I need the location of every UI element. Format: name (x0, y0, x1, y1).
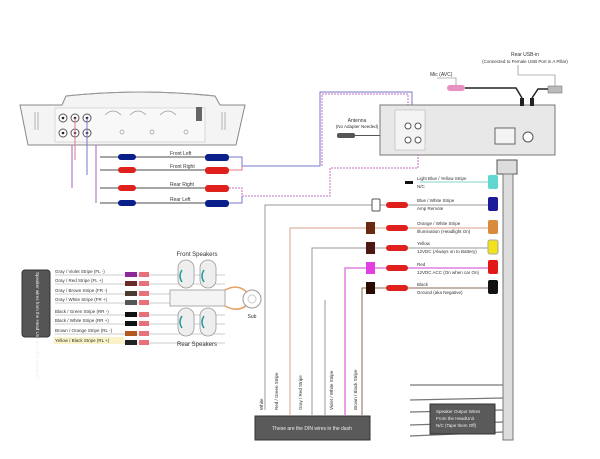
head-unit: Mic (AVC) Rear USB-in (Connected to Fema… (336, 52, 568, 156)
svg-text:Yellow: Yellow (417, 241, 431, 246)
svg-text:Red: Red (417, 262, 426, 267)
usb-plug (547, 85, 563, 94)
front-speakers-label: Front Speakers (176, 252, 217, 258)
svg-text:N/C: N/C (417, 184, 426, 189)
rear-speakers-label: Rear Speakers (177, 342, 217, 348)
usb-label-line1: Rear USB-in (511, 52, 539, 58)
svg-text:Yellow / Black Stripe (RL +): Yellow / Black Stripe (RL +) (55, 338, 110, 343)
svg-text:Gray / Violet Stripe (FL -): Gray / Violet Stripe (FL -) (55, 269, 105, 274)
svg-text:From the HeadUnit: From the HeadUnit (436, 416, 475, 421)
svg-text:Black / White Stripe (RR +): Black / White Stripe (RR +) (55, 318, 109, 323)
harness-wire-yellow: Yellow 12VDC (Always on to Battery) (311, 239, 499, 415)
antenna-plug (337, 133, 355, 138)
harness-wire-light-blue: Light Blue / Yellow Stripe N/C (405, 175, 498, 189)
svg-text:Blue / White Stripe: Blue / White Stripe (417, 198, 455, 203)
rca-label-front-left: Front Left (170, 151, 192, 157)
antenna-label-line2: (No Adapter Needed) (336, 124, 379, 129)
svg-text:Red / Green Stripe: Red / Green Stripe (274, 372, 279, 410)
rca-label-front-right: Front Right (170, 164, 195, 170)
rca-plug-front-right (118, 167, 229, 174)
svg-text:Ground (aka Negative): Ground (aka Negative) (417, 290, 463, 295)
speaker-box-text: Speaker wires from the Head Unit go to t… (35, 272, 40, 379)
amplifier (19, 91, 246, 146)
din-box: These are the DIN wires in the dash (254, 415, 371, 441)
rca-cables: Front Left Front Right Rear Right Rear L… (100, 91, 419, 207)
svg-text:Speaker Output Wires: Speaker Output Wires (436, 409, 481, 414)
harness-wire-black: Black Ground (aka Negative) (361, 280, 498, 415)
svg-text:Gray / White Stripe (FR +): Gray / White Stripe (FR +) (55, 297, 108, 302)
rca-plug-rear-left (118, 200, 229, 207)
speaker-wires: Speaker wires from the Head Unit go to t… (21, 269, 225, 379)
svg-text:Violet / White Stripe: Violet / White Stripe (329, 370, 334, 410)
rca-label-rear-left: Rear Left (170, 197, 191, 203)
speakers: Front Speakers Rear Speakers Sub (169, 252, 262, 348)
harness-wire-list: Light Blue / Yellow Stripe N/C Blue / Wh… (264, 175, 499, 415)
svg-text:Orange / White Stripe: Orange / White Stripe (417, 221, 461, 226)
rca-plug-rear-right (118, 185, 229, 192)
svg-text:Black: Black (417, 282, 429, 287)
harness-wire-blue-white: Blue / White Stripe Amp Remote (264, 197, 498, 410)
harness-wire-orange-white: Orange / White Stripe Illumination (Head… (289, 220, 498, 415)
svg-text:Gray / Red Stripe (FL +): Gray / Red Stripe (FL +) (55, 278, 103, 283)
svg-text:Amp Remote: Amp Remote (417, 206, 444, 211)
speaker-output-box: Speaker Output Wires From the HeadUnit N… (429, 403, 496, 435)
rca-plug-front-left (118, 154, 229, 161)
svg-text:Brown / Orange Stripe (RL -): Brown / Orange Stripe (RL -) (55, 328, 113, 333)
svg-text:Illumination (Headlight On): Illumination (Headlight On) (417, 229, 471, 234)
svg-text:Light Blue / Yellow Stripe: Light Blue / Yellow Stripe (417, 176, 467, 181)
sub-label: Sub (248, 314, 257, 320)
svg-text:White: White (259, 398, 264, 410)
din-wire-labels: White Red / Green Stripe Gray / Red Stri… (259, 369, 358, 410)
svg-text:12VDC ACC (On when car On): 12VDC ACC (On when car On) (417, 270, 480, 275)
mic-plug (447, 85, 465, 91)
svg-text:12VDC (Always on to Battery): 12VDC (Always on to Battery) (417, 249, 477, 254)
svg-text:These are the DIN wires in the: These are the DIN wires in the dash (272, 426, 352, 432)
amp-rca-wires (71, 118, 97, 203)
harness-wire-red: Red 12VDC ACC (On when car On) (344, 260, 498, 415)
usb-label-line2: (Connected to Female USB Port in A Pilla… (482, 59, 568, 64)
svg-text:N/C (Tape them Off): N/C (Tape them Off) (436, 423, 477, 428)
svg-text:Black / Green Stripe (RR -): Black / Green Stripe (RR -) (55, 309, 109, 314)
mic-label: Mic (AVC) (430, 72, 453, 78)
svg-text:Gray / Brown Stripe (FR -): Gray / Brown Stripe (FR -) (55, 288, 108, 293)
svg-text:Brown / Black Stripe: Brown / Black Stripe (353, 369, 358, 410)
antenna-label-line1: Antenna (348, 118, 367, 124)
svg-text:Gray / Red Stripe: Gray / Red Stripe (298, 375, 303, 410)
rca-label-rear-right: Rear Right (170, 182, 195, 188)
